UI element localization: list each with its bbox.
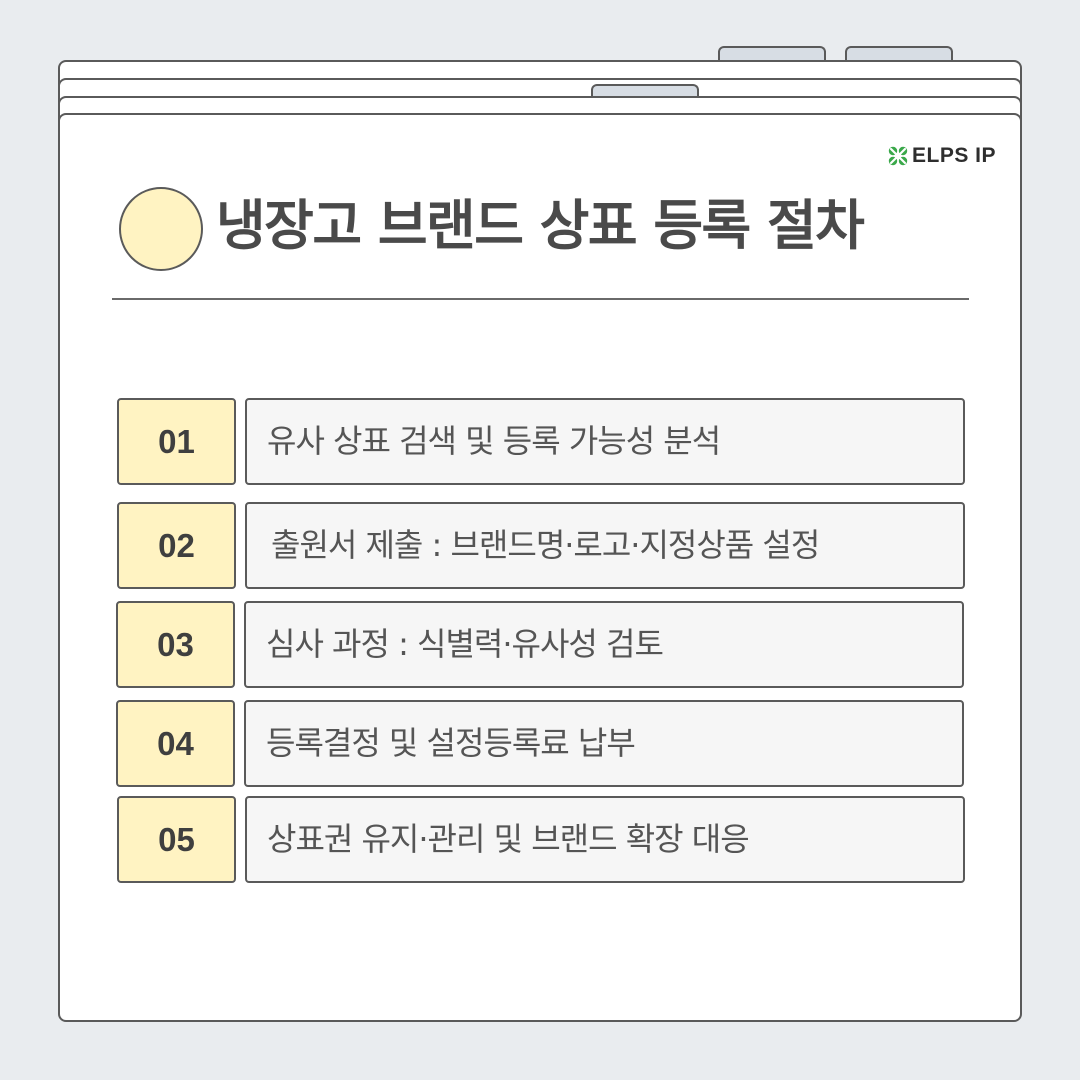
step-text: 출원서 제출 : 브랜드명·로고·지정상품 설정 [245,502,965,589]
step-text: 등록결정 및 설정등록료 납부 [244,700,964,787]
page-title: 냉장고 브랜드 상표 등록 절차 [216,194,865,257]
title-divider [112,298,969,300]
title-circle-decoration [119,187,203,271]
step-number: 05 [117,796,236,883]
step-number: 01 [117,398,236,485]
step-text: 유사 상표 검색 및 등록 가능성 분석 [245,398,965,485]
step-number: 03 [116,601,235,688]
step-text: 심사 과정 : 식별력·유사성 검토 [244,601,964,688]
step-text: 상표권 유지·관리 및 브랜드 확장 대응 [245,796,965,883]
logo-text: ELPS IP [912,144,997,167]
step-number: 02 [117,502,236,589]
step-number: 04 [116,700,235,787]
clover-x-icon [888,146,908,166]
brand-logo: ELPS IP [888,144,996,168]
